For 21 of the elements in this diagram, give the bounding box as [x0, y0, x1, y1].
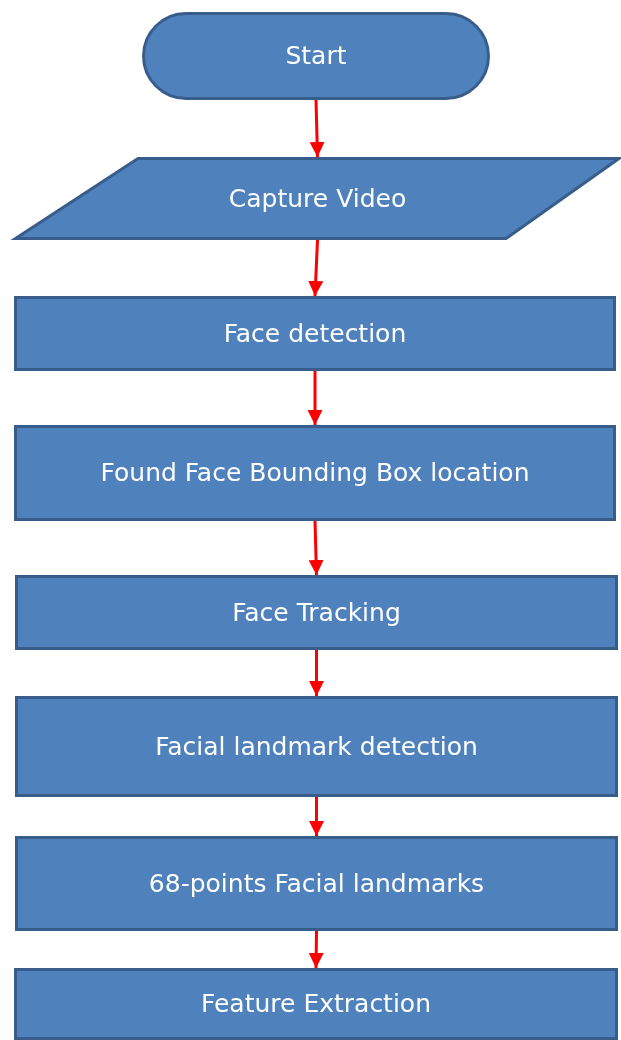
node-label: Face detection: [223, 318, 407, 349]
process-box: [15, 575, 618, 650]
process-box: [15, 696, 618, 797]
node-label: Face Tracking: [232, 597, 401, 628]
node-label: Start: [285, 41, 347, 71]
arrow: [308, 930, 324, 969]
process-box: [15, 836, 618, 931]
node-label: 68-points Facial landmarks: [148, 868, 485, 899]
node-label: Found Face Bounding Box location: [100, 458, 530, 488]
process-box: [14, 968, 618, 1040]
arrow: [307, 371, 323, 425]
arrow: [309, 99, 325, 158]
arrow: [309, 650, 324, 696]
arrow: [308, 520, 324, 576]
process-box: [14, 296, 616, 371]
arrow: [309, 797, 324, 836]
process-box: [14, 425, 616, 521]
node-label: Capture Video: [228, 183, 407, 214]
node-label: Feature Extraction: [200, 989, 431, 1019]
node-label: Facial landmark detection: [155, 731, 478, 762]
arrow: [308, 239, 324, 297]
